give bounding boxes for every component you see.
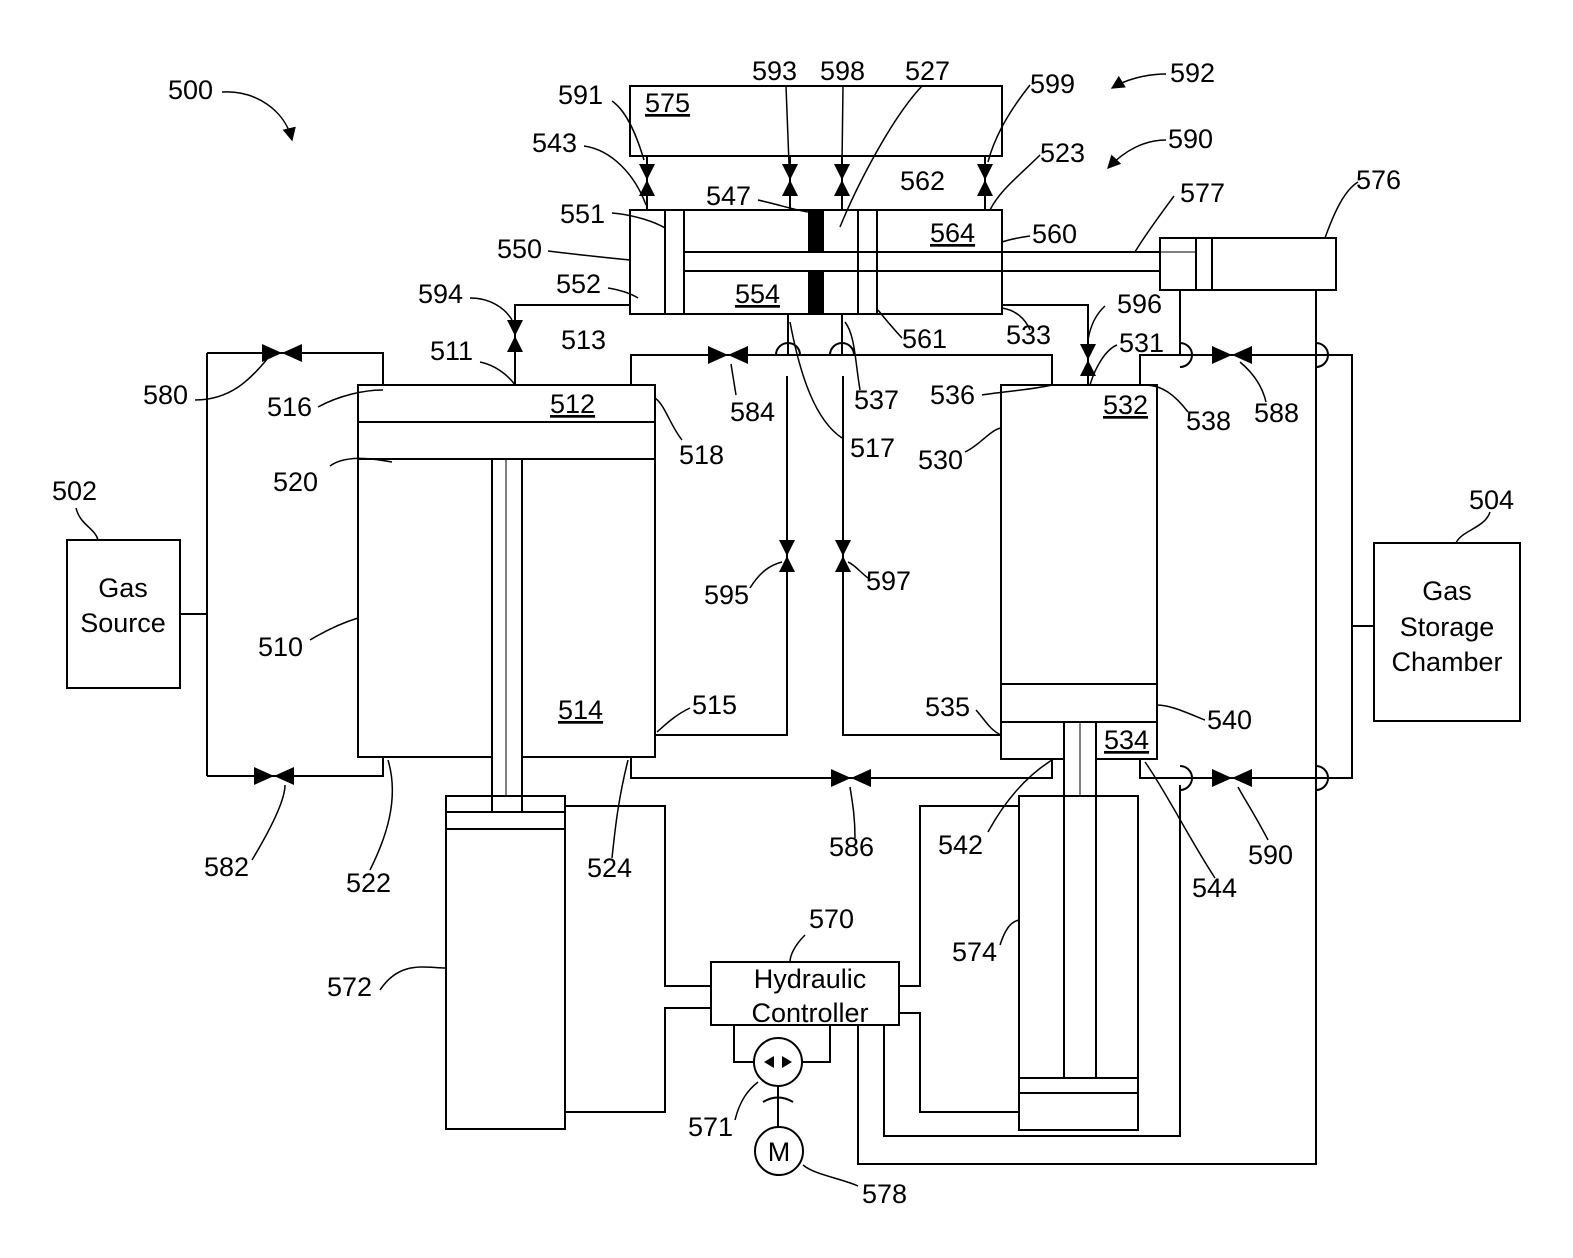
ref-label: 591 (558, 80, 603, 110)
valve-594 (507, 320, 523, 352)
valve-593 (782, 164, 798, 196)
ref-label: 576 (1356, 165, 1401, 195)
ref-label: 540 (1207, 705, 1252, 735)
ref-label: 586 (829, 832, 874, 862)
gas-source-line-2: Source (80, 608, 166, 638)
ref-label: 513 (561, 325, 606, 355)
ref-label: 599 (1030, 69, 1075, 99)
ref-label: 593 (752, 56, 797, 86)
ref-label: 561 (902, 324, 947, 354)
gas-source-block: Gas Source (67, 540, 180, 688)
ref-label: 543 (532, 128, 577, 158)
gas-source-line-1: Gas (98, 573, 148, 603)
ref-label: 510 (258, 632, 303, 662)
hydraulic-controller-block: Hydraulic Controller (711, 962, 899, 1028)
ref-label: 516 (267, 392, 312, 422)
ref-label: 542 (938, 830, 983, 860)
gas-storage-line-1: Gas (1422, 576, 1472, 606)
cylinder-510 (358, 385, 655, 812)
valve-590 (1212, 769, 1252, 787)
ref-label: 511 (430, 336, 473, 366)
figure-number: 500 (168, 75, 213, 105)
valve-599 (977, 164, 993, 196)
valve-595 (779, 540, 795, 572)
cylinder-550 (630, 210, 1160, 314)
ref-label: 517 (850, 433, 895, 463)
ref-label: 595 (704, 580, 749, 610)
hydraulic-cylinder-572 (446, 796, 565, 1129)
ref-label: 547 (706, 181, 751, 211)
gas-storage-chamber-block: Gas Storage Chamber (1374, 543, 1520, 721)
cylinder-576 (1160, 238, 1336, 290)
ref-label: 584 (730, 397, 775, 427)
ref-label: 530 (918, 445, 963, 475)
ref-label: 537 (854, 385, 899, 415)
ref-label: 598 (820, 56, 865, 86)
ref-label: 582 (204, 852, 249, 882)
valve-591 (639, 164, 655, 196)
label-534: 534 (1104, 725, 1149, 755)
label-575: 575 (645, 88, 690, 118)
ref-label: 531 (1119, 328, 1164, 358)
label-564: 564 (930, 218, 975, 248)
ref-label: 527 (905, 56, 950, 86)
valve-596 (1080, 344, 1096, 376)
ref-label: 592 (1170, 58, 1215, 88)
valve-598 (834, 164, 850, 196)
ref-label: 594 (418, 279, 463, 309)
valve-584 (708, 346, 748, 364)
label-554: 554 (735, 279, 780, 309)
pump-571 (734, 1025, 830, 1128)
ref-label: 590 (1168, 124, 1213, 154)
label-532: 532 (1103, 390, 1148, 420)
ref-label: 524 (587, 853, 632, 883)
ref-label: 504 (1469, 485, 1514, 515)
ref-label: 520 (273, 467, 318, 497)
ref-label: 523 (1040, 138, 1085, 168)
ref-label: 577 (1180, 178, 1225, 208)
ref-label: 570 (809, 904, 854, 934)
ref-label: 535 (925, 692, 970, 722)
gas-storage-line-2: Storage (1400, 612, 1495, 642)
ref-label: 536 (930, 380, 975, 410)
ref-label: 518 (679, 440, 724, 470)
hydraulic-controller-line-1: Hydraulic (754, 964, 867, 994)
ref-label: 502 (52, 476, 97, 506)
valve-588 (1212, 346, 1252, 364)
ref-label: 588 (1254, 398, 1299, 428)
ref-label: 571 (688, 1112, 733, 1142)
label-512: 512 (550, 389, 595, 419)
ref-label: 590 (1248, 840, 1293, 870)
ref-label: 562 (900, 166, 945, 196)
valve-582 (254, 767, 294, 785)
ref-label: 572 (327, 972, 372, 1002)
valve-580 (262, 344, 302, 362)
ref-label: 522 (346, 868, 391, 898)
ref-label: 597 (866, 566, 911, 596)
ref-label: 551 (560, 199, 605, 229)
motor-578: M (755, 1127, 803, 1175)
ref-label: 560 (1032, 219, 1077, 249)
valve-597 (835, 540, 851, 572)
label-514: 514 (558, 695, 603, 725)
ref-label: 596 (1117, 289, 1162, 319)
ref-label: 578 (862, 1179, 907, 1209)
ref-label: 533 (1006, 320, 1051, 350)
hydraulic-controller-line-2: Controller (751, 998, 868, 1028)
ref-label: 538 (1186, 406, 1231, 436)
ref-label: 552 (556, 269, 601, 299)
ref-label: 515 (692, 690, 737, 720)
motor-label: M (768, 1137, 791, 1167)
ref-label: 574 (952, 937, 997, 967)
gas-storage-line-3: Chamber (1391, 647, 1502, 677)
valve-586 (831, 769, 871, 787)
ref-label: 550 (497, 234, 542, 264)
ref-label: 580 (143, 380, 188, 410)
hydraulic-cylinder-574 (1019, 796, 1138, 1130)
